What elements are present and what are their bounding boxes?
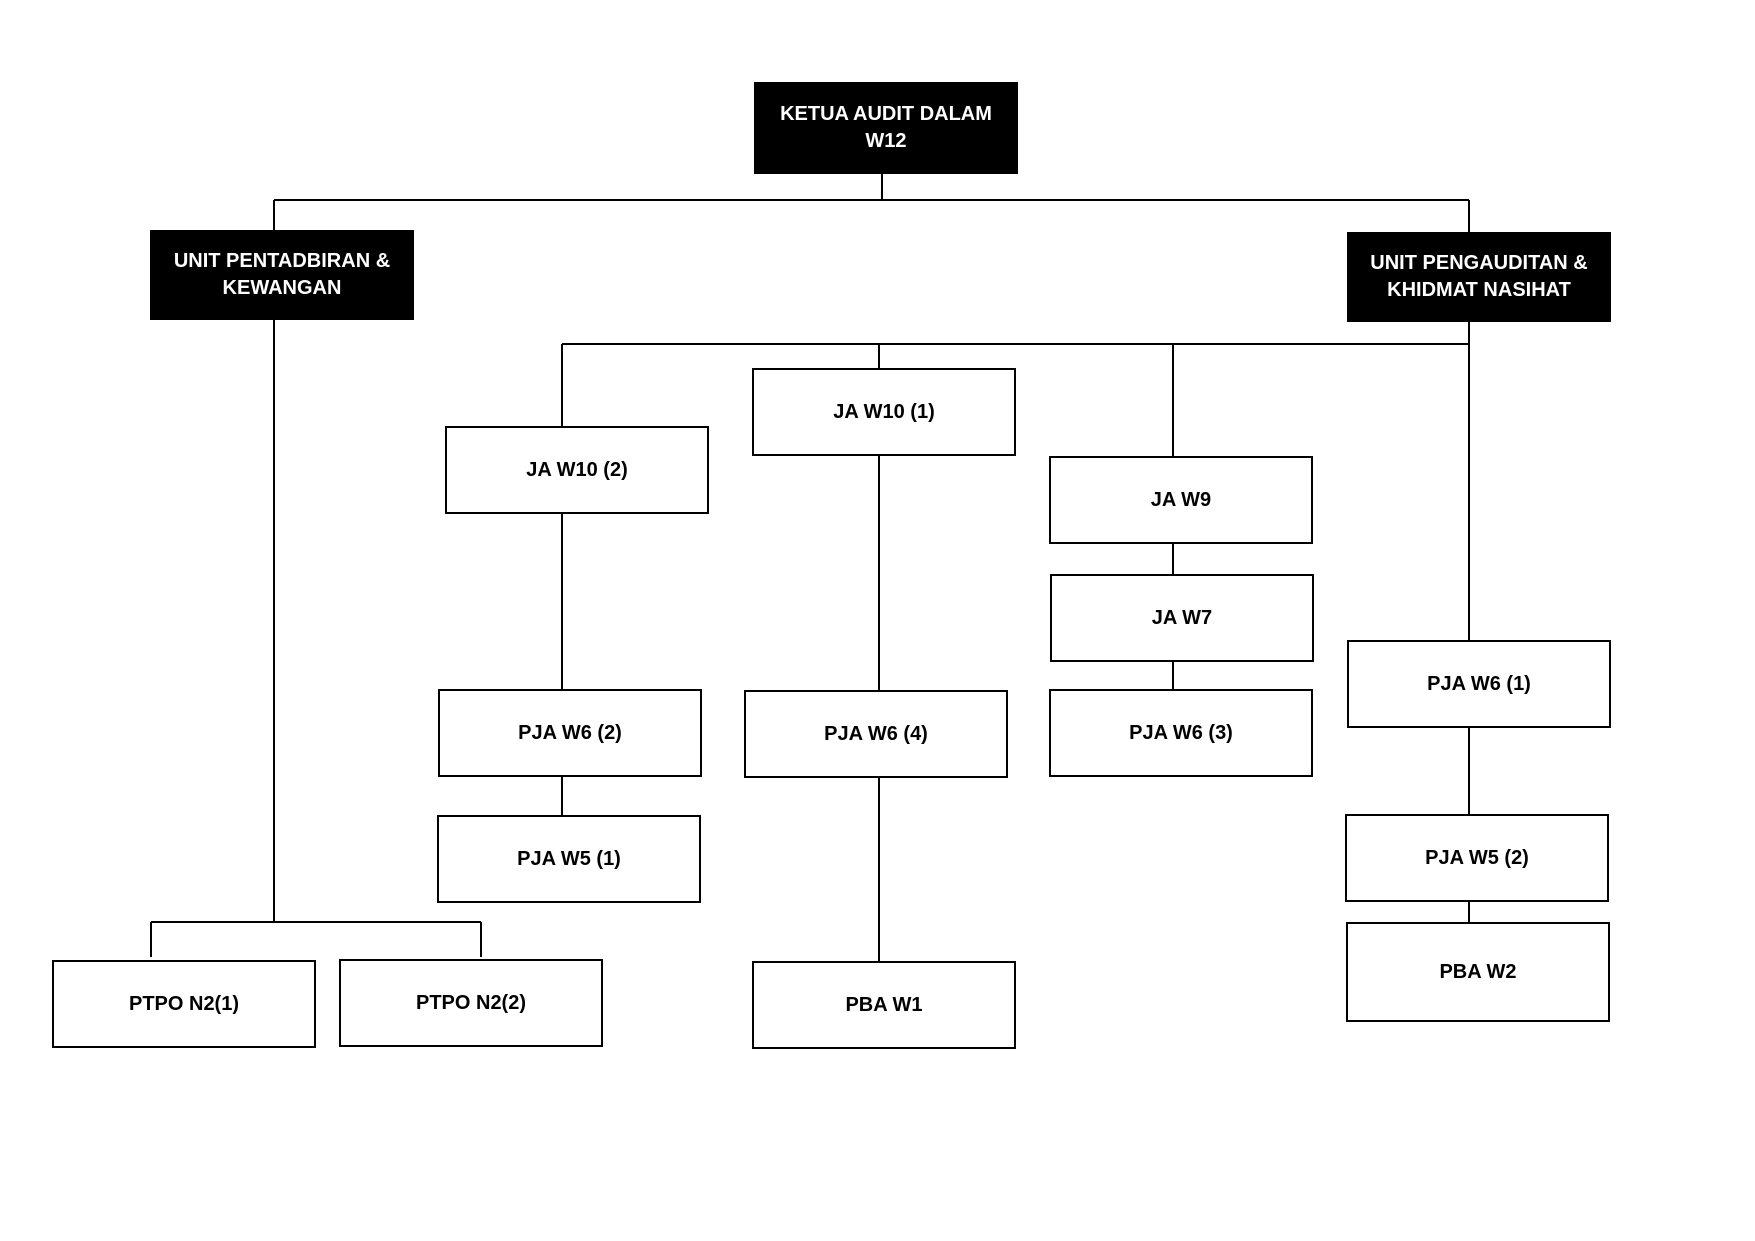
- node-pja-w6-3: PJA W6 (3): [1049, 689, 1313, 777]
- node-label: PJA W6 (1): [1427, 672, 1531, 695]
- node-label: PTPO N2(2): [415, 991, 527, 1014]
- node-label: PTPO N2(1): [128, 992, 240, 1015]
- node-label: UNIT PENTADBIRAN & KEWANGAN: [173, 250, 391, 299]
- node-ketua-audit-dalam: KETUA AUDIT DALAM W12: [754, 82, 1018, 174]
- node-label: PJA W5 (2): [1425, 846, 1529, 869]
- node-label: PJA W6 (2): [518, 721, 622, 744]
- node-label: JA W9: [1150, 488, 1212, 511]
- node-ja-w10-1: JA W10 (1): [752, 368, 1016, 456]
- node-label: PBA W1: [845, 993, 923, 1016]
- node-label: JA W7: [1151, 606, 1213, 629]
- node-pja-w5-2: PJA W5 (2): [1345, 814, 1609, 902]
- node-label: PBA W2: [1439, 960, 1517, 983]
- node-pba-w2: PBA W2: [1346, 922, 1610, 1022]
- node-unit-pentadbiran-kewangan: UNIT PENTADBIRAN & KEWANGAN: [150, 230, 414, 320]
- node-pja-w6-2: PJA W6 (2): [438, 689, 702, 777]
- node-pja-w5-1: PJA W5 (1): [437, 815, 701, 903]
- node-label: UNIT PENGAUDITAN & KHIDMAT NASIHAT: [1370, 252, 1588, 301]
- node-unit-pengauditan-khidmat-nasihat: UNIT PENGAUDITAN & KHIDMAT NASIHAT: [1347, 232, 1611, 322]
- node-pba-w1: PBA W1: [752, 961, 1016, 1049]
- node-ptpo-n2-2: PTPO N2(2): [339, 959, 603, 1047]
- node-ptpo-n2-1: PTPO N2(1): [52, 960, 316, 1048]
- node-label: PJA W6 (3): [1129, 721, 1233, 744]
- node-pja-w6-4: PJA W6 (4): [744, 690, 1008, 778]
- node-ja-w7: JA W7: [1050, 574, 1314, 662]
- node-label: JA W10 (2): [526, 458, 628, 481]
- node-label: JA W10 (1): [833, 400, 935, 423]
- node-pja-w6-1: PJA W6 (1): [1347, 640, 1611, 728]
- node-ja-w9: JA W9: [1049, 456, 1313, 544]
- node-label: PJA W6 (4): [824, 722, 928, 745]
- node-label: PJA W5 (1): [517, 847, 621, 870]
- node-ja-w10-2: JA W10 (2): [445, 426, 709, 514]
- node-label: KETUA AUDIT DALAM W12: [780, 103, 992, 152]
